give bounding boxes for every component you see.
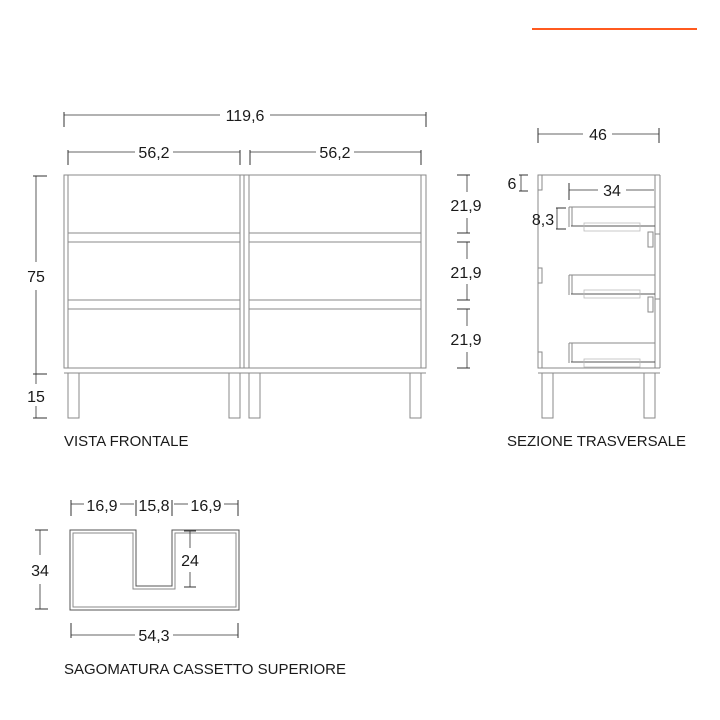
profile-notch-depth-label: 24	[181, 553, 199, 570]
profile-right-width-label: 16,9	[190, 498, 221, 515]
drawer-height-1: 21,9	[450, 198, 481, 215]
drawer-depth-label: 34	[603, 183, 621, 200]
front-view-caption: VISTA FRONTALE	[64, 433, 188, 450]
drawer-profile: 16,9 15,8 16,9 34 24 54,3 SAGOMATURA CAS…	[31, 498, 346, 678]
dim-total-width	[63, 112, 427, 127]
leg-height-label: 15	[27, 389, 45, 406]
body-height-label: 75	[27, 269, 45, 286]
drawer-1	[568, 206, 655, 232]
depth-label: 46	[589, 127, 607, 144]
total-width-label: 119,6	[226, 108, 265, 125]
left-width-label: 56,2	[138, 145, 169, 162]
dim-right-width	[249, 150, 422, 165]
profile-left-width-label: 16,9	[86, 498, 117, 515]
drawer-profile-caption: SAGOMATURA CASSETTO SUPERIORE	[64, 661, 346, 678]
drawer-height-2: 21,9	[450, 265, 481, 282]
front-view: 119,6 56,2 56,2 75 15 21,9 21,9 21,9 VIS…	[27, 108, 482, 450]
cross-section: 46 34 6 8,3 SEZIONE TRASVERSALE	[507, 127, 686, 450]
drawer-side-height-label: 8,3	[532, 212, 554, 229]
right-width-label: 56,2	[319, 145, 350, 162]
profile-height-label: 34	[31, 563, 49, 580]
dim-depth	[537, 128, 660, 143]
dim-drawer-heights	[457, 174, 470, 369]
drawer-2	[568, 274, 655, 299]
profile-notch-width-label: 15,8	[138, 498, 169, 515]
profile-total-width-label: 54,3	[138, 628, 169, 645]
drawer-3	[568, 342, 655, 368]
top-gap-label: 6	[508, 176, 517, 193]
drawer-height-3: 21,9	[450, 332, 481, 349]
dim-left-width	[67, 150, 241, 165]
cross-section-caption: SEZIONE TRASVERSALE	[507, 433, 686, 450]
dim-body-height	[33, 175, 47, 419]
